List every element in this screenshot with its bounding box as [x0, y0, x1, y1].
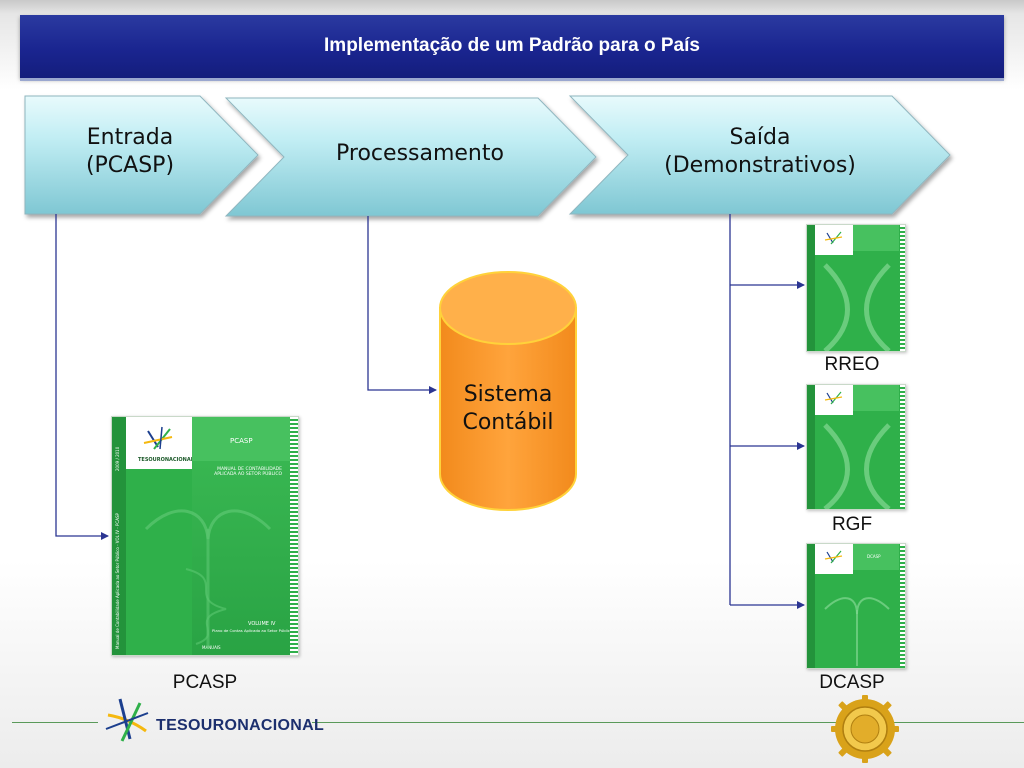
step-entrada-label-line1: Entrada — [86, 125, 174, 150]
rgf-manual-cover — [806, 384, 906, 510]
pcasp-title-band: PCASP — [192, 417, 290, 461]
pcasp-cover-title: PCASP — [230, 437, 253, 445]
dcasp-logo-panel — [815, 544, 853, 574]
footer-rule-left — [12, 722, 98, 723]
dcasp-cover-title: DCASP — [867, 554, 881, 559]
pcasp-cover-heading: MANUAL DE CONTABILIDADE APLICADA AO SETO… — [214, 467, 282, 477]
connector-processamento-sistema — [367, 216, 437, 394]
footer-rule-right — [312, 722, 1024, 723]
rgf-arc-watermark-icon — [823, 423, 891, 509]
pcasp-footer-text: MANUAIS — [202, 645, 221, 650]
pcasp-volume: VOLUME IV — [248, 621, 276, 627]
caduceus-watermark-icon — [144, 509, 272, 649]
rgf-title-band — [853, 385, 899, 411]
rreo-title-band — [853, 225, 899, 251]
footer-logo-text: TESOURONACIONAL — [156, 717, 325, 734]
step-processamento-label: Processamento — [300, 140, 540, 168]
rreo-logo-panel — [815, 225, 853, 255]
database-label: Sistema Contábil — [440, 381, 576, 437]
rreo-manual-cover — [806, 224, 906, 352]
tesouro-star-icon — [824, 391, 843, 405]
step-saida-arrow — [568, 95, 951, 215]
step-entrada-label: Entrada (PCASP) — [30, 124, 230, 180]
header-underline — [20, 78, 1004, 81]
step-processamento-arrow — [224, 97, 597, 217]
pcasp-spine-year: 2009 / 2010 — [115, 446, 120, 471]
dcasp-title-band: DCASP — [853, 544, 899, 570]
step-entrada-label-line2: (PCASP) — [85, 153, 175, 178]
cfc-seal-icon — [831, 695, 899, 763]
pcasp-volume-subtitle: Plano de Contas Aplicado ao Setor Públic… — [212, 628, 293, 633]
tesouro-nacional-logo: TESOURONACIONAL — [100, 695, 324, 750]
connector-entrada-pcasp — [55, 214, 109, 540]
database-label-line1: Sistema — [463, 382, 553, 407]
rgf-edge-stripes — [900, 385, 905, 509]
pcasp-publisher-text: TESOURONACIONAL — [138, 457, 194, 463]
database-label-line2: Contábil — [462, 410, 554, 435]
slide-title: Implementação de um Padrão para o País — [324, 35, 700, 56]
step-processamento-label-line1: Processamento — [336, 141, 504, 166]
dcasp-manual-cover: DCASP — [806, 543, 906, 669]
slide-header: Implementação de um Padrão para o País — [20, 15, 1004, 78]
rgf-logo-panel — [815, 385, 853, 415]
rreo-arc-watermark-icon — [823, 263, 891, 351]
pcasp-manual-cover: Manual de Contabilidade Aplicada ao Seto… — [111, 416, 299, 656]
tesouro-star-icon — [824, 550, 843, 564]
database-cylinder — [439, 271, 577, 511]
step-saida-label-line1: Saída — [729, 125, 791, 150]
pcasp-caption: PCASP — [172, 672, 238, 693]
tesouro-star-icon — [824, 231, 843, 245]
rgf-caption: RGF — [831, 514, 873, 535]
tesouro-star-icon — [105, 698, 149, 742]
pcasp-edge-stripes — [290, 417, 298, 655]
tesouro-star-icon — [143, 426, 173, 450]
caduceus-watermark-icon — [824, 597, 890, 666]
pcasp-spine-text: Manual de Contabilidade Aplicada ao Seto… — [115, 513, 120, 649]
dcasp-caption: DCASP — [819, 672, 885, 693]
rreo-edge-stripes — [900, 225, 905, 351]
step-saida-label-line2: (Demonstrativos) — [664, 153, 856, 178]
rreo-caption: RREO — [824, 354, 880, 375]
step-saida-label: Saída (Demonstrativos) — [620, 124, 900, 180]
pcasp-logo-panel: TESOURONACIONAL — [126, 417, 194, 469]
dcasp-edge-stripes — [900, 544, 905, 668]
step-entrada-arrow — [24, 95, 259, 215]
